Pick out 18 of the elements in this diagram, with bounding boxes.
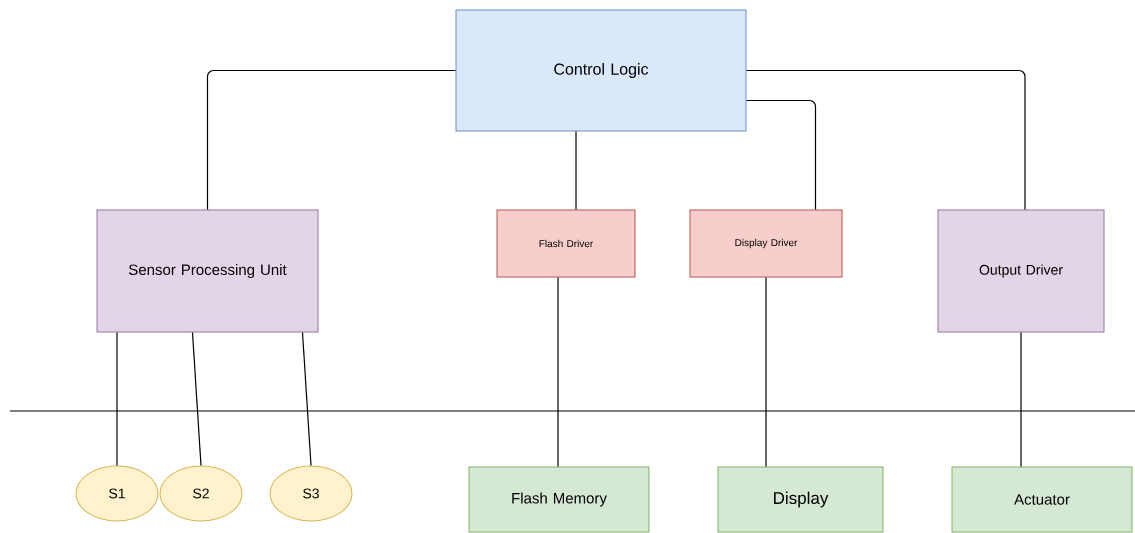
device-box: Display	[717, 466, 884, 533]
connector-line	[301, 331, 312, 467]
connector-line	[557, 276, 559, 468]
process-box: Output Driver	[937, 209, 1105, 333]
connector-line	[191, 331, 202, 467]
connector-line	[765, 276, 767, 468]
connector-line	[116, 331, 118, 467]
device-box: Actuator	[951, 466, 1133, 533]
process-box: Control Logic	[455, 9, 747, 132]
driver-box: Display Driver	[689, 209, 843, 278]
connector-line	[206, 69, 457, 211]
process-box: Sensor Processing Unit	[96, 209, 319, 333]
driver-box: Flash Driver	[496, 209, 636, 278]
connector-line	[745, 99, 817, 211]
connector-line	[1020, 331, 1022, 468]
connector-line	[575, 130, 577, 211]
device-box: Flash Memory	[468, 466, 650, 533]
connector-line	[745, 69, 1026, 211]
